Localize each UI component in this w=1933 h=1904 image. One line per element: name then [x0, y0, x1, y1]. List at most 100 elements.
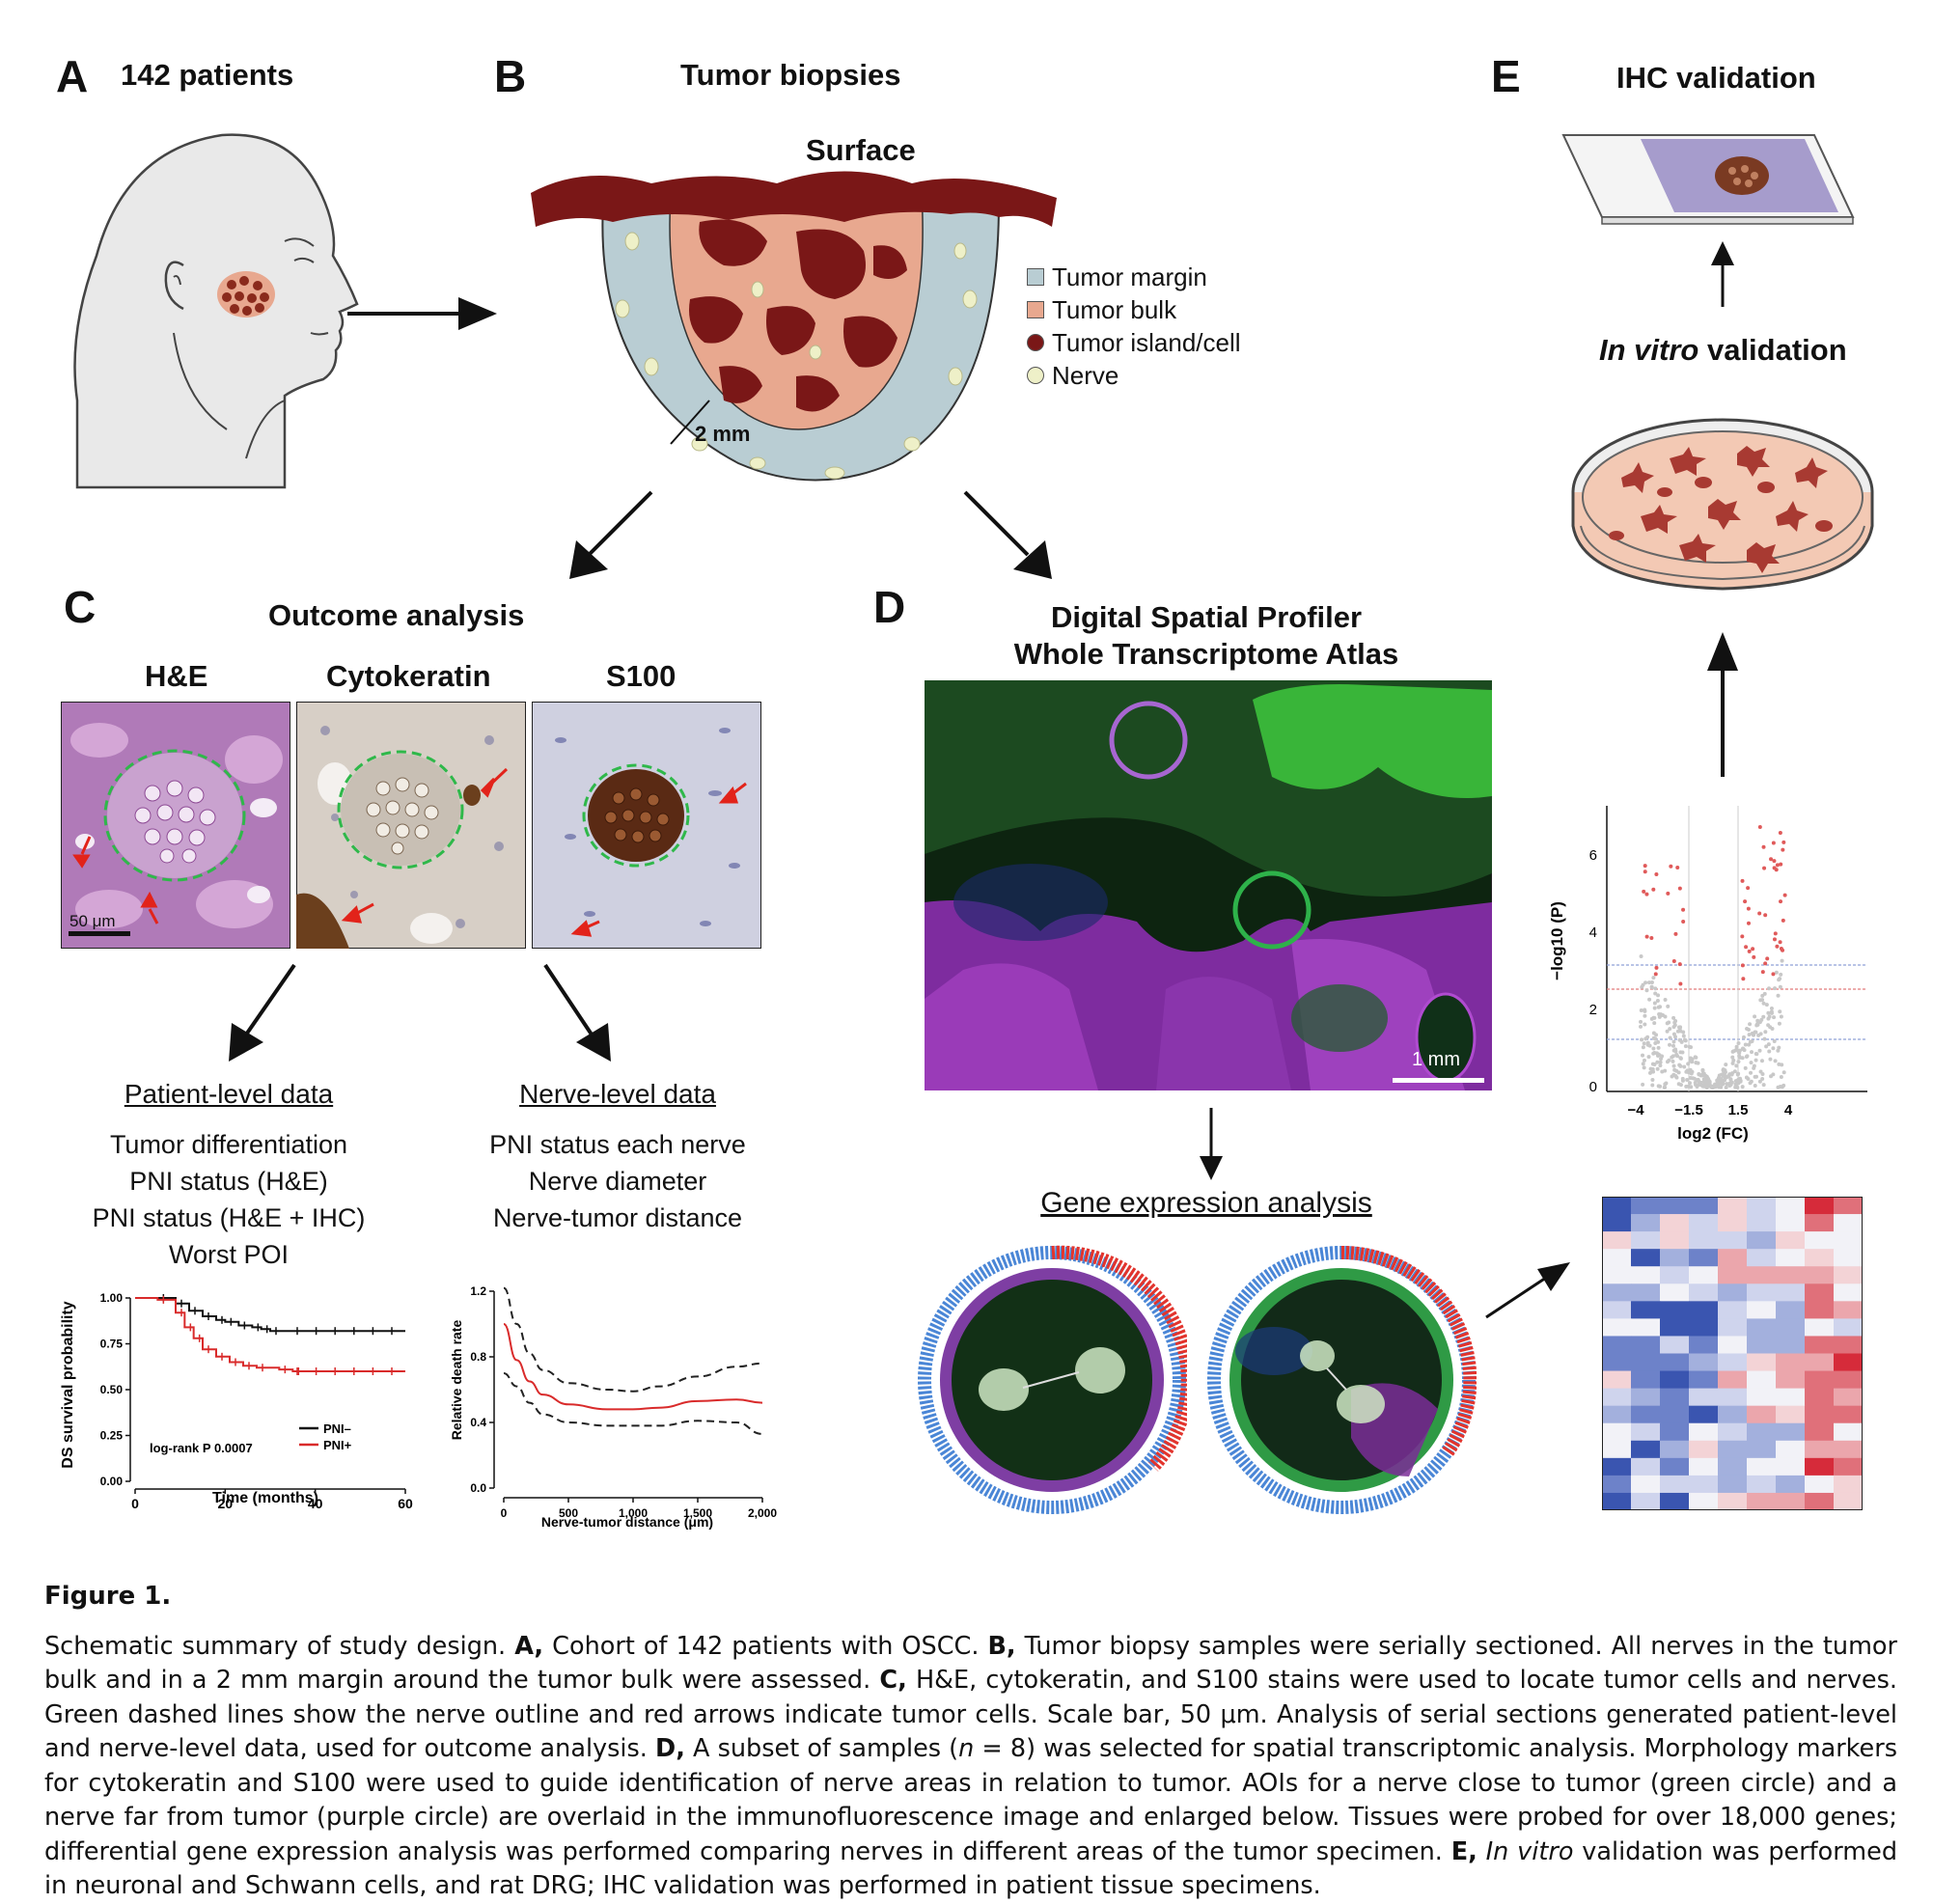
heatmap-cell [1776, 1231, 1806, 1250]
volcano-point-significant [1746, 921, 1751, 925]
volcano-point [1778, 1084, 1782, 1089]
rdr-ytick: 0.0 [470, 1481, 486, 1495]
heatmap-cell [1834, 1266, 1863, 1284]
heatmap-cell [1631, 1266, 1661, 1284]
volcano-point-significant [1642, 889, 1646, 894]
volcano-point [1649, 984, 1654, 989]
volcano-xlabel: log2 (FC) [1677, 1124, 1749, 1143]
volcano-point [1652, 1051, 1657, 1056]
volcano-point [1682, 1064, 1687, 1069]
heatmap-cell [1805, 1318, 1835, 1337]
volcano-point-significant [1673, 931, 1678, 936]
km-survival-chart: DS survival probability Time (months) lo… [60, 1291, 413, 1510]
heatmap-cell [1602, 1197, 1632, 1215]
volcano-point [1745, 1054, 1750, 1059]
heatmap-cell [1631, 1440, 1661, 1459]
volcano-point [1686, 1062, 1691, 1066]
volcano-point [1647, 1070, 1652, 1075]
heatmap-cell [1834, 1457, 1863, 1476]
heatmap-cell [1602, 1318, 1632, 1337]
heatmap-cell [1805, 1440, 1835, 1459]
volcano-point [1641, 1082, 1645, 1087]
volcano-point-significant [1751, 947, 1755, 952]
heatmap-cell [1834, 1353, 1863, 1372]
heatmap-cell [1747, 1318, 1777, 1337]
volcano-point [1743, 1065, 1748, 1070]
volcano-point [1659, 1057, 1664, 1062]
volcano-point-significant [1773, 931, 1778, 936]
volcano-point [1693, 1055, 1698, 1060]
panel-a-letter: A [56, 51, 89, 101]
heatmap-cell [1805, 1301, 1835, 1319]
heatmap-cell [1776, 1370, 1806, 1390]
heatmap-cell [1689, 1440, 1719, 1459]
volcano-point [1680, 1050, 1685, 1055]
heatmap-cell [1689, 1353, 1719, 1372]
volcano-point [1668, 1042, 1672, 1047]
volcano-point-significant [1763, 961, 1768, 966]
heatmap-cell [1776, 1197, 1806, 1215]
heatmap-cell [1689, 1492, 1719, 1510]
caption-b-text: Tumor biopsy samples were serially secti… [44, 1631, 1898, 1696]
volcano-point [1671, 1059, 1675, 1063]
heatmap-cell [1689, 1301, 1719, 1319]
biopsy-legend: Tumor margin Tumor bulk Tumor island/cel… [1027, 261, 1241, 392]
volcano-point [1760, 998, 1765, 1003]
rdr-ytick: 1.2 [470, 1284, 486, 1298]
heatmap-cell [1805, 1336, 1835, 1354]
volcano-point [1779, 1014, 1783, 1019]
figure-caption: Figure 1. Schematic summary of study des… [44, 1580, 1897, 1904]
volcano-point [1688, 1056, 1693, 1061]
surface-label: Surface [806, 133, 916, 167]
patient-item: Worst POI [168, 1240, 290, 1269]
heatmap-cell [1776, 1336, 1806, 1354]
km-xtick: 0 [131, 1496, 139, 1510]
volcano-point-significant [1774, 868, 1779, 872]
heatmap-cell [1805, 1388, 1835, 1407]
volcano-point [1668, 1035, 1672, 1040]
heatmap-cell [1776, 1301, 1806, 1319]
aoi-close-circle [1207, 1245, 1477, 1514]
km-legend-pni-neg: PNI– [323, 1421, 351, 1436]
heatmap-cell [1718, 1336, 1748, 1354]
heatmap-cell [1631, 1318, 1661, 1337]
volcano-point-significant [1675, 866, 1680, 870]
heatmap-cell [1631, 1301, 1661, 1319]
heatmap-cell [1718, 1370, 1748, 1390]
volcano-point-significant [1747, 949, 1752, 953]
volcano-point-significant [1779, 862, 1783, 867]
volcano-point-significant [1778, 940, 1782, 945]
heatmap-cell [1805, 1266, 1835, 1284]
volcano-point [1758, 1069, 1763, 1074]
heatmap-cell [1805, 1370, 1835, 1390]
volcano-point [1761, 1001, 1766, 1006]
volcano-point [1754, 1052, 1758, 1057]
volcano-point [1658, 1060, 1663, 1064]
volcano-point [1750, 1031, 1754, 1035]
volcano-point [1731, 1058, 1736, 1062]
heatmap-cell [1602, 1353, 1632, 1372]
volcano-xtick: −1.5 [1674, 1102, 1703, 1118]
volcano-point [1747, 1042, 1752, 1047]
volcano-point [1773, 1059, 1778, 1063]
volcano-point [1678, 1083, 1683, 1088]
volcano-point [1684, 1069, 1689, 1074]
invitro-rest: validation [1698, 333, 1847, 367]
relative-death-rate-chart: Relative death rate Nerve-tumor distance… [449, 1284, 777, 1530]
arrow-invitro-to-ihc-icon [1711, 241, 1734, 307]
heatmap-cell [1660, 1336, 1690, 1354]
margin-width-label: 2 mm [695, 422, 751, 446]
caption-a-label: A, [514, 1631, 544, 1661]
heatmap-cell [1660, 1283, 1690, 1302]
km-ytick: 0.75 [100, 1338, 124, 1351]
volcano-ytick: 6 [1589, 847, 1597, 864]
heatmap-cell [1747, 1266, 1777, 1284]
volcano-point [1748, 1022, 1753, 1027]
volcano-point [1663, 1014, 1668, 1019]
volcano-point [1674, 1075, 1679, 1080]
heatmap-cell [1602, 1475, 1632, 1494]
heatmap-cell [1834, 1422, 1863, 1442]
arrow-c-to-nerve-icon [543, 963, 611, 1062]
expression-heatmap [1602, 1197, 1863, 1510]
volcano-point [1768, 1057, 1773, 1062]
